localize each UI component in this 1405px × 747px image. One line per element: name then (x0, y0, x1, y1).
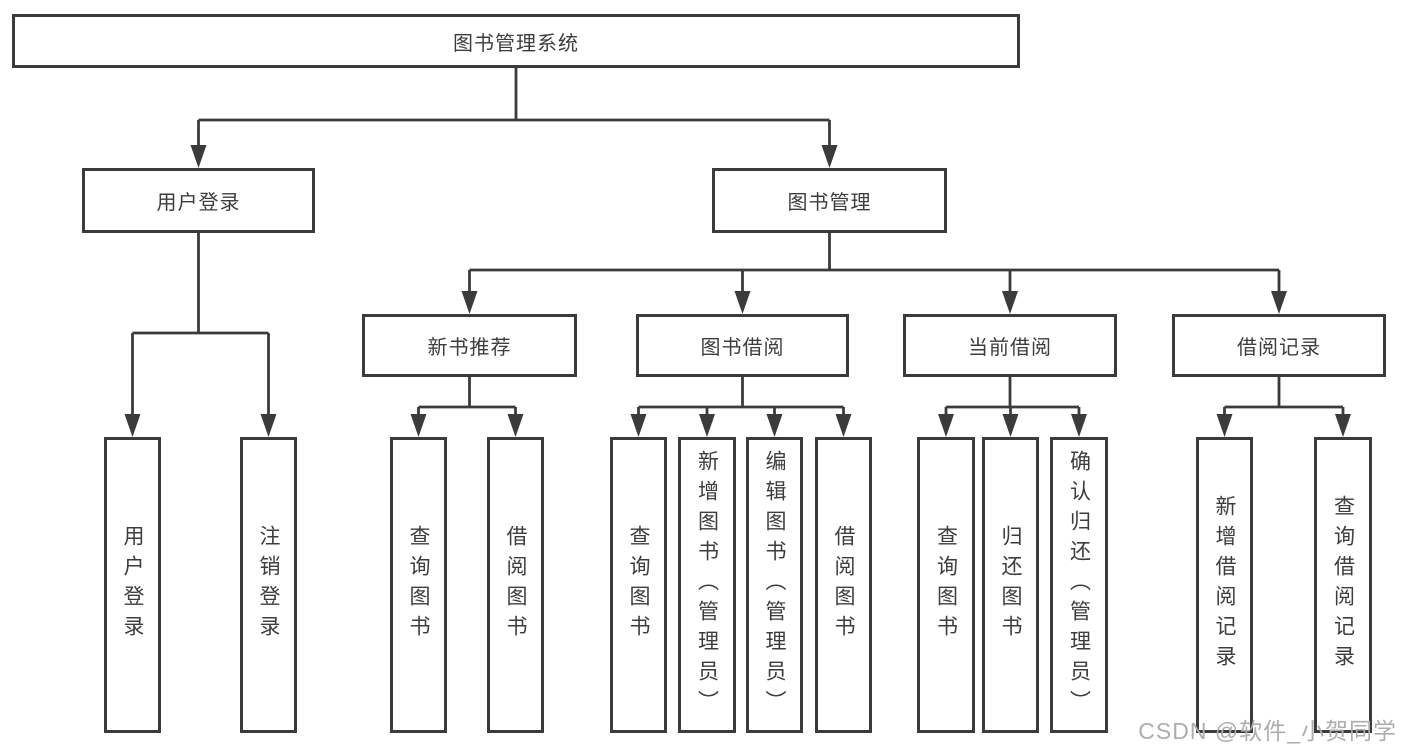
node-label: 新增图书（管理员） (695, 450, 719, 720)
node-label: 用户登录 (156, 192, 241, 214)
node-label: 编辑图书（管理员） (763, 450, 786, 720)
node-label: 用户登录 (121, 525, 144, 645)
csdn-watermark: CSDN @软件_小贺同学 (1138, 718, 1397, 744)
node-label: 确认归还（管理员） (1067, 450, 1091, 720)
node-label: 图书管理系统 (453, 32, 579, 55)
node-new-book-recommend: 新书推荐 (362, 314, 577, 377)
node-label: 查询借阅记录 (1331, 495, 1355, 675)
leaf-return-book: 归还图书 (982, 437, 1039, 733)
node-book-management: 图书管理 (712, 168, 947, 233)
node-label: 借阅图书 (832, 525, 855, 645)
node-label: 归还图书 (999, 525, 1022, 645)
leaf-add-book-admin: 新增图书（管理员） (678, 437, 736, 733)
leaf-user-login: 用户登录 (104, 437, 161, 733)
node-label: 注销登录 (257, 525, 280, 645)
leaf-query-borrow-record: 查询借阅记录 (1314, 437, 1372, 733)
node-label: 新增借阅记录 (1213, 495, 1236, 675)
node-current-borrow: 当前借阅 (903, 314, 1117, 377)
node-book-management-system: 图书管理系统 (12, 14, 1020, 68)
leaf-borrow-books-recommend: 借阅图书 (487, 437, 544, 733)
node-label: 查询图书 (407, 525, 430, 645)
node-label: 查询图书 (627, 525, 650, 645)
node-label: 图书借阅 (700, 337, 785, 359)
leaf-query-books-borrow: 查询图书 (610, 437, 667, 733)
node-user-login: 用户登录 (82, 168, 315, 233)
leaf-logout: 注销登录 (240, 437, 297, 733)
leaf-edit-book-admin: 编辑图书（管理员） (746, 437, 803, 733)
node-label: 图书管理 (787, 192, 872, 214)
node-label: 当前借阅 (968, 337, 1052, 359)
node-label: 新书推荐 (427, 337, 512, 359)
leaf-borrow-books: 借阅图书 (815, 437, 872, 733)
leaf-query-books-recommend: 查询图书 (390, 437, 447, 733)
node-label: 借阅图书 (504, 525, 527, 645)
arrowheads (124, 145, 1351, 437)
node-borrow-records: 借阅记录 (1172, 314, 1386, 377)
node-label: 借阅记录 (1237, 337, 1321, 359)
leaf-confirm-return-admin: 确认归还（管理员） (1050, 437, 1108, 733)
node-label: 查询图书 (934, 525, 958, 645)
node-book-borrow: 图书借阅 (636, 314, 849, 377)
leaf-query-books-current: 查询图书 (917, 437, 975, 733)
leaf-add-borrow-record: 新增借阅记录 (1196, 437, 1253, 733)
